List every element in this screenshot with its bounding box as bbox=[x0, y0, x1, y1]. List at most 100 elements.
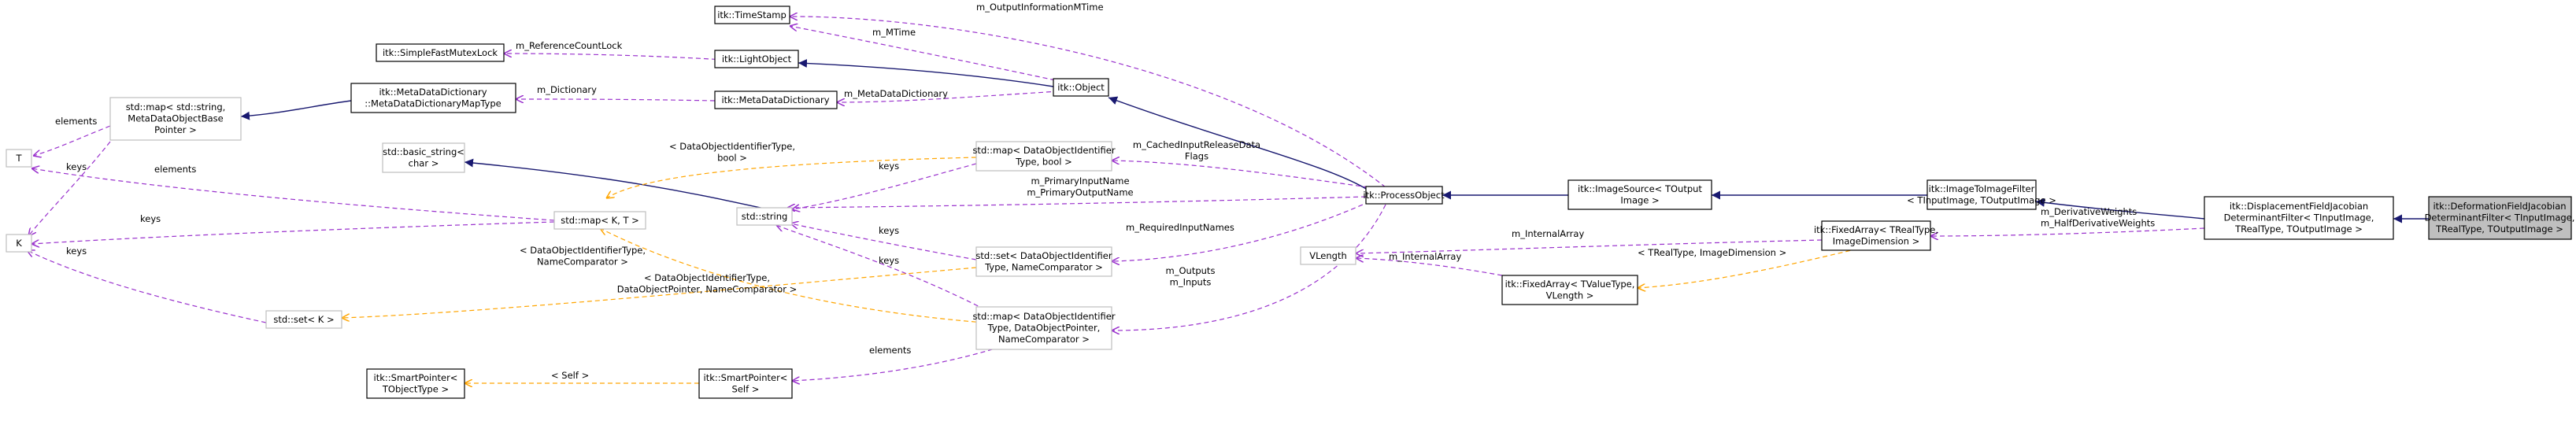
edge-mapbool-string bbox=[792, 163, 977, 209]
text-line-1: itk::SimpleFastMutexLock bbox=[383, 47, 498, 58]
text-line-1: itk::FixedArray< TValueType, bbox=[1505, 279, 1635, 290]
edge-processobject-string bbox=[787, 196, 1367, 208]
node-smart-pointer-self[interactable]: itk::SmartPointer<Self > bbox=[698, 368, 793, 399]
svg-text:itk::FixedArray< TRealType,Ima: itk::FixedArray< TRealType,ImageDimensio… bbox=[1814, 224, 1938, 247]
node-fixed-array-tvaluetype[interactable]: itk::FixedArray< TValueType,VLength > bbox=[1501, 275, 1638, 305]
edge-object-processobject bbox=[1108, 96, 1371, 192]
label-internal-array-2-line-1: m_InternalArray bbox=[1389, 251, 1461, 262]
label-elements-dop-line-1: elements bbox=[869, 345, 911, 356]
node-std-map-k-t[interactable]: std::map< K, T > bbox=[553, 211, 646, 230]
node-object[interactable]: itk::Object bbox=[1053, 78, 1109, 97]
label-keys-set: keys bbox=[879, 225, 899, 236]
label-required-names-line-1: m_RequiredInputNames bbox=[1126, 222, 1234, 233]
edge-fixedarrayi-fixedarrayv bbox=[1638, 248, 1859, 288]
node-k[interactable]: K bbox=[6, 234, 32, 253]
edge-mapdop-string bbox=[776, 225, 993, 314]
text-line-1: itk::DisplacementFieldJacobian bbox=[2230, 201, 2368, 212]
node-light-object[interactable]: itk::LightObject bbox=[714, 50, 799, 68]
text-line-1: std::string bbox=[742, 211, 788, 222]
text-line-1: K bbox=[16, 238, 22, 249]
label-elements-t: elements bbox=[154, 164, 196, 175]
label-output-info-mtime-line-1: m_OutputInformationMTime bbox=[976, 2, 1104, 13]
edge-stdmapmeta-k bbox=[28, 141, 111, 236]
node-fixed-array-trealtype[interactable]: itk::FixedArray< TRealType,ImageDimensio… bbox=[1814, 220, 1938, 251]
svg-text:itk::LightObject: itk::LightObject bbox=[722, 54, 792, 65]
svg-text:itk::ImageSource< TOutputImage: itk::ImageSource< TOutputImage > bbox=[1578, 183, 1702, 206]
label-keys-mapbool-line-1: keys bbox=[879, 161, 899, 172]
svg-text:itk::SmartPointer<Self >: itk::SmartPointer<Self > bbox=[704, 372, 788, 395]
label-required-names: m_RequiredInputNames bbox=[1126, 222, 1234, 233]
node-simple-fast-mutex-lock[interactable]: itk::SimpleFastMutexLock bbox=[376, 43, 505, 62]
text-line-1: itk::LightObject bbox=[722, 54, 792, 65]
text-line-2: char > bbox=[409, 158, 439, 169]
label-elements-meta: elements bbox=[55, 116, 97, 127]
edge-mapdop-mapkt bbox=[600, 228, 985, 323]
text-line-1: std::map< DataObjectIdentifier bbox=[972, 311, 1115, 322]
node-image-to-image-filter[interactable]: itk::ImageToImageFilter< TInputImage, TO… bbox=[1907, 179, 2056, 210]
label-tmpl-doid-nc-line-1: < DataObjectIdentifierType, bbox=[520, 245, 646, 256]
node-std-basic-string[interactable]: std::basic_string<char > bbox=[382, 142, 465, 173]
label-meta-data-dictionary-line-1: m_MetaDataDictionary bbox=[844, 88, 948, 99]
node-t[interactable]: T bbox=[6, 149, 32, 168]
svg-text:itk::SimpleFastMutexLock: itk::SimpleFastMutexLock bbox=[383, 47, 498, 58]
node-std-set-k[interactable]: std::set< K > bbox=[265, 310, 342, 329]
label-output-info-mtime: m_OutputInformationMTime bbox=[976, 2, 1104, 13]
text-line-1: std::set< DataObjectIdentifier bbox=[975, 250, 1112, 261]
edge-object-mdd bbox=[837, 90, 1060, 102]
label-keys-k1-line-1: keys bbox=[140, 213, 161, 224]
edge-lightobject-object bbox=[798, 58, 1054, 87]
text-line-1: itk::MetaDataDictionary bbox=[379, 87, 487, 98]
svg-text:std::map< K, T >: std::map< K, T > bbox=[561, 215, 639, 226]
svg-text:itk::ProcessObject: itk::ProcessObject bbox=[1363, 190, 1445, 201]
node-meta-data-dictionary[interactable]: itk::MetaDataDictionary bbox=[714, 90, 838, 109]
edge-processobject-mapdop bbox=[1112, 204, 1386, 331]
svg-text:VLength: VLength bbox=[1309, 250, 1347, 261]
edge-processobject-timestamp bbox=[790, 17, 1386, 188]
node-timestamp[interactable]: itk::TimeStamp bbox=[714, 6, 790, 24]
text-line-1: std::map< DataObjectIdentifier bbox=[972, 145, 1115, 156]
edge-setk-k bbox=[27, 250, 267, 323]
edge-setdoid-setk bbox=[342, 267, 977, 318]
edges-layer bbox=[27, 17, 2429, 383]
text-line-2: Type, bool > bbox=[1015, 157, 1072, 168]
label-internal-array-1-line-1: m_InternalArray bbox=[1512, 228, 1584, 239]
node-meta-data-dictionary-map-type[interactable]: itk::MetaDataDictionary::MetaDataDiction… bbox=[350, 83, 516, 113]
label-internal-array-2: m_InternalArray bbox=[1389, 251, 1461, 262]
node-smart-pointer-tobjecttype[interactable]: itk::SmartPointer<TObjectType > bbox=[366, 368, 465, 399]
node-vlength[interactable]: VLength bbox=[1300, 246, 1356, 265]
label-derivative-weights-line-1: m_DerivativeWeights bbox=[2041, 206, 2137, 217]
svg-text:itk::DisplacementFieldJacobian: itk::DisplacementFieldJacobianDeterminan… bbox=[2224, 201, 2374, 235]
edge-fixedarrayi-vlength bbox=[1356, 239, 1823, 253]
text-line-1: T bbox=[15, 153, 22, 164]
node-std-string[interactable]: std::string bbox=[736, 207, 793, 226]
node-std-map-string-metadataobjectbase[interactable]: std::map< std::string,MetaDataObjectBase… bbox=[109, 97, 242, 141]
text-line-2: < TInputImage, TOutputImage > bbox=[1907, 195, 2056, 206]
label-tmpl-doid-bool-line-2: bool > bbox=[717, 153, 747, 164]
text-line-1: itk::MetaDataDictionary bbox=[721, 94, 829, 105]
label-cached-flags-line-1: m_CachedInputReleaseData bbox=[1133, 139, 1260, 150]
label-keys-mapdop-line-1: keys bbox=[879, 255, 899, 266]
text-line-2: MetaDataObjectBase bbox=[128, 113, 223, 124]
text-line-2: DeterminantFilter< TInputImage, bbox=[2425, 212, 2575, 223]
label-keys-k2: keys bbox=[66, 246, 87, 257]
svg-text:T: T bbox=[15, 153, 22, 164]
text-line-1: itk::FixedArray< TRealType, bbox=[1814, 224, 1938, 235]
label-primary-names-line-2: m_PrimaryOutputName bbox=[1027, 187, 1133, 198]
label-derivative-weights-line-2: m_HalfDerivativeWeights bbox=[2041, 218, 2155, 229]
label-keys-k2-line-1: keys bbox=[66, 246, 87, 257]
node-process-object[interactable]: itk::ProcessObject bbox=[1363, 186, 1445, 205]
text-line-2: Type, DataObjectPointer, bbox=[987, 323, 1101, 334]
edge-fixedarrayv-vlength bbox=[1356, 258, 1503, 276]
text-line-1: itk::SmartPointer< bbox=[374, 372, 458, 383]
